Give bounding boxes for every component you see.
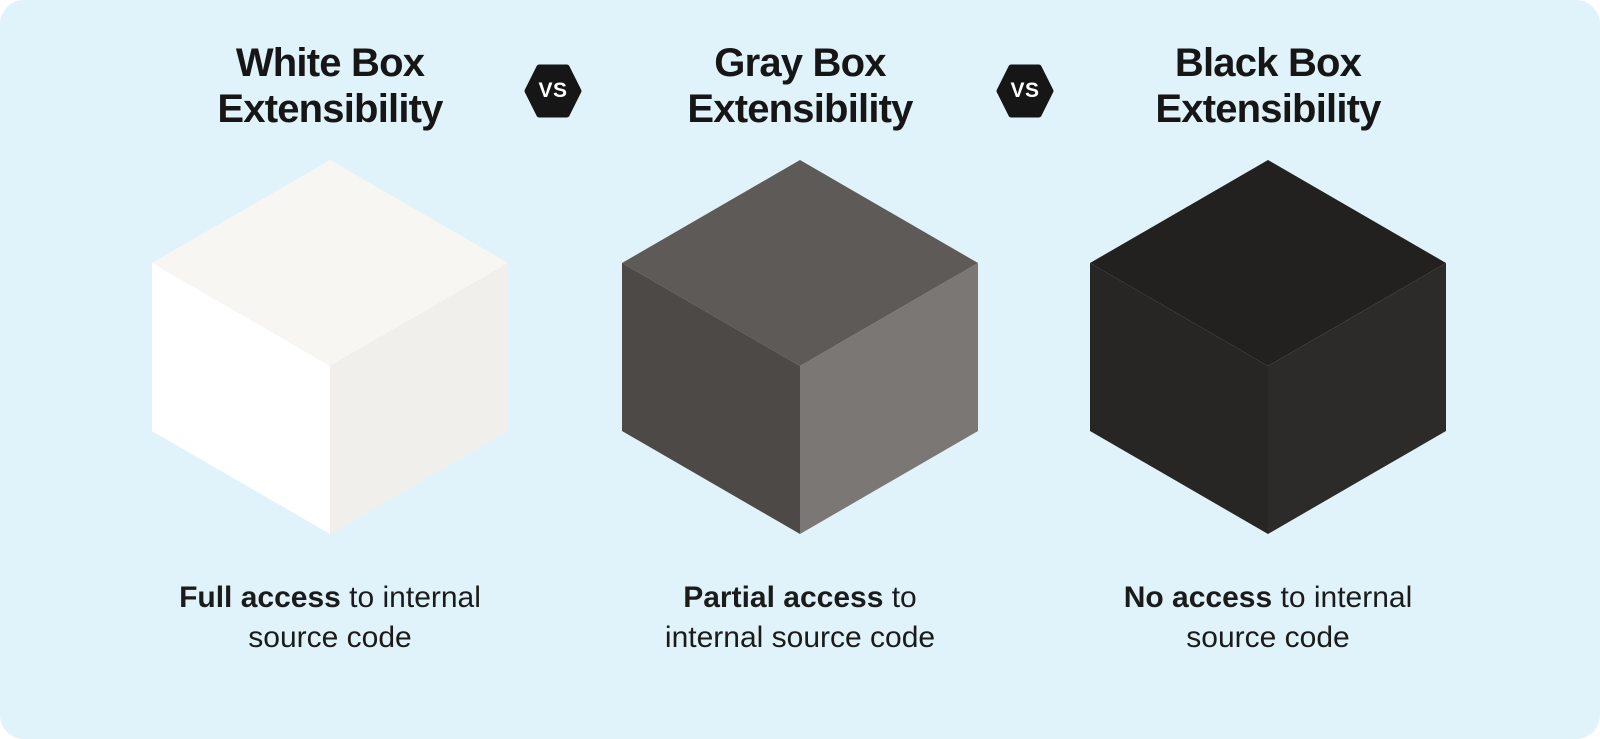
caption-line-2: source code xyxy=(1186,621,1350,654)
vs-badge-label: VS xyxy=(1010,79,1040,102)
vs-badge-label: VS xyxy=(538,79,568,102)
hexagon-icon xyxy=(996,64,1054,118)
column-title: Black Box Extensibility xyxy=(1038,40,1498,132)
title-line-2: Extensibility xyxy=(217,87,443,131)
column-caption: Full access to internal source code xyxy=(80,578,580,658)
column-gray-box: Gray Box Extensibility Partial access to… xyxy=(570,0,1030,739)
caption-line-2: internal source code xyxy=(664,621,936,654)
vs-badge: VS xyxy=(524,64,582,118)
cube-left-face xyxy=(1090,263,1268,534)
caption-emphasis: No access xyxy=(1123,581,1273,614)
caption-rest: to internal xyxy=(1272,581,1413,614)
title-line-1: White Box xyxy=(235,41,425,85)
caption-emphasis: Partial access xyxy=(683,581,884,614)
title-line-2: Extensibility xyxy=(1155,87,1381,131)
column-caption: No access to internal source code xyxy=(1018,578,1518,658)
column-title: White Box Extensibility xyxy=(100,40,560,132)
gray-box-cube-icon xyxy=(622,160,978,534)
cube-left-face xyxy=(152,263,330,534)
caption-rest: to xyxy=(883,581,917,614)
column-title: Gray Box Extensibility xyxy=(570,40,1030,132)
column-black-box: Black Box Extensibility No access to int… xyxy=(1038,0,1498,739)
title-line-1: Black Box xyxy=(1174,41,1362,85)
caption-line-1: Partial access to xyxy=(550,578,1050,618)
cube-right-face xyxy=(800,263,978,534)
column-white-box: White Box Extensibility Full access to i… xyxy=(100,0,560,739)
cube-left-face xyxy=(622,263,800,534)
caption-line-1: Full access to internal xyxy=(80,578,580,618)
cube-right-face xyxy=(330,263,508,534)
title-line-1: Gray Box xyxy=(714,41,886,85)
caption-rest: to internal xyxy=(340,581,481,614)
caption-line-1: No access to internal xyxy=(1018,578,1518,618)
cube-right-face xyxy=(1268,263,1446,534)
black-box-cube-icon xyxy=(1090,160,1446,534)
caption-line-2: source code xyxy=(248,621,412,654)
white-box-cube-icon xyxy=(152,160,508,534)
column-caption: Partial access to internal source code xyxy=(550,578,1050,658)
title-line-2: Extensibility xyxy=(687,87,913,131)
vs-badge: VS xyxy=(996,64,1054,118)
hexagon-icon xyxy=(524,64,582,118)
caption-emphasis: Full access xyxy=(179,581,341,614)
